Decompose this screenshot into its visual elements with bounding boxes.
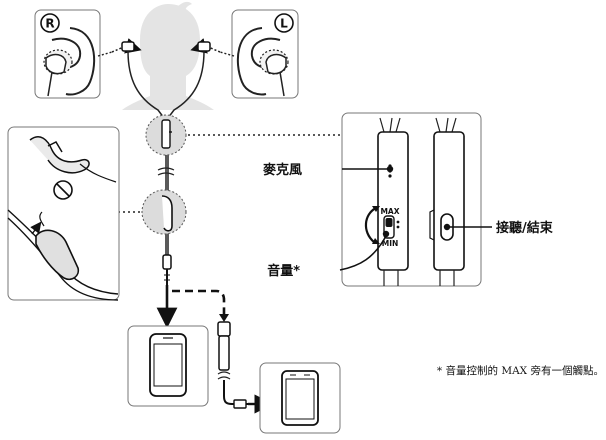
media-player-panel: [259, 362, 341, 434]
volume-min-label: MIN: [382, 239, 399, 248]
clip-highlight: [141, 189, 187, 235]
microphone-label: 麥克風: [262, 162, 302, 178]
right-marker-icon: [40, 13, 60, 33]
callouts: [339, 165, 492, 271]
right-ear-panel: R: [34, 9, 101, 99]
prohibited-icon: [53, 180, 73, 200]
answer-end-label: 接聽/結束: [496, 220, 554, 236]
volume-max-label: MAX: [380, 207, 399, 216]
cable-break: [157, 167, 175, 176]
adapter-cable: [217, 321, 274, 414]
footnote: * 音量控制的 MAX 旁有一個觸點。: [437, 364, 604, 377]
left-marker-icon: [274, 13, 294, 33]
smartphone-panel: [127, 325, 209, 407]
left-ear-panel: L: [231, 9, 299, 99]
adapter-route-arrow: [172, 289, 226, 316]
left-marker: L: [280, 17, 288, 31]
volume-label: 音量*: [267, 263, 300, 279]
control-detail-panel: MAX MIN: [341, 112, 482, 287]
right-marker: R: [45, 17, 54, 31]
mic-highlight: [145, 114, 187, 156]
headset-plug-icon: [162, 254, 172, 285]
person-head-icon: [122, 1, 214, 110]
clip-detail-panel: [7, 126, 120, 301]
